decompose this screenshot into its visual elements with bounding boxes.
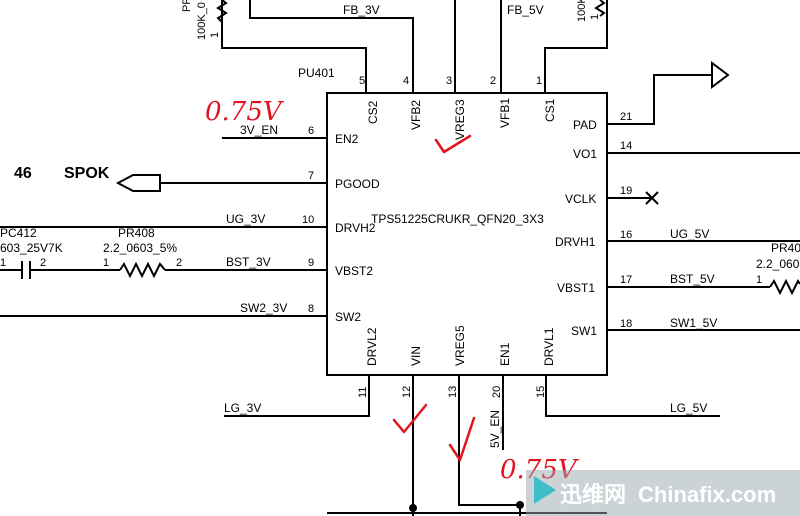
pin-name-drvl2: DRVL2: [365, 327, 379, 366]
pin-name-vreg3: VREG3: [453, 99, 467, 140]
pr40x-pin1: 1: [756, 274, 762, 286]
watermark-cn: 迅维网: [560, 482, 626, 507]
spok-connector-arrow: [115, 174, 161, 192]
pin-num-4: 4: [403, 75, 409, 87]
top-wires: [221, 0, 608, 93]
junction-vin: [409, 504, 417, 512]
left-wires: [0, 137, 327, 317]
net-fb5v: FB_5V: [507, 3, 544, 17]
net-ug-3v: UG_3V: [226, 212, 265, 226]
pc412-ref: PC412: [0, 226, 37, 240]
right-wires: [607, 74, 800, 331]
pin-num-2: 2: [490, 75, 496, 87]
check-mark-vin: [392, 403, 428, 434]
net-bst-5v: BST_5V: [670, 272, 715, 286]
bottom-wires: [224, 375, 720, 516]
net-lg-5v: LG_5V: [670, 401, 707, 415]
chip-body: [326, 92, 608, 376]
pin-num-13: 13: [447, 386, 459, 398]
annotation-vfb2-voltage: 0.75V: [205, 97, 284, 127]
watermark-en: Chinafix.com: [638, 482, 776, 507]
pr408-resistor: [119, 261, 166, 279]
top-left-res-value: 100K_0: [196, 2, 208, 40]
net-fb3v: FB_3V: [343, 3, 380, 17]
chip-ref: PU401: [298, 66, 335, 80]
pin-name-vfb2: VFB2: [409, 100, 423, 130]
watermark: 迅维网 Chinafix.com: [526, 470, 800, 516]
pin-name-vclk: VCLK: [565, 192, 596, 206]
pr408-pin1: 1: [103, 257, 109, 269]
pr40x-ref: PR40: [771, 241, 800, 255]
pin-num-21: 21: [620, 111, 632, 123]
pin-num-10: 10: [302, 214, 314, 226]
check-mark-vreg5: [448, 416, 476, 462]
pin-name-sw1: SW1: [571, 324, 597, 338]
pin-name-vbst2: VBST2: [335, 264, 373, 278]
vclk-no-connect-icon: [645, 191, 659, 205]
net-bst-3v: BST_3V: [226, 255, 271, 269]
pin-name-pgood: PGOOD: [335, 177, 380, 191]
pin-name-drvh1: DRVH1: [555, 235, 596, 249]
pr408-value: 2.2_0603_5%: [103, 241, 177, 255]
pin-name-vfb1: VFB1: [498, 98, 512, 128]
pr40x-resistor: [769, 278, 800, 296]
pin-num-16: 16: [620, 229, 632, 241]
pin-name-vbst1: VBST1: [557, 281, 595, 295]
pc412-pin1: 1: [0, 257, 6, 269]
pin-num-3: 3: [446, 75, 452, 87]
pin-num-19: 19: [620, 185, 632, 197]
top-left-resistor: [216, 0, 228, 23]
net-sw1-5v: SW1_5V: [670, 316, 717, 330]
top-left-res-ref: PR: [181, 0, 193, 12]
pin-name-en2: EN2: [335, 132, 359, 146]
check-mark-vreg3: [434, 134, 472, 154]
pin-num-12: 12: [401, 386, 413, 398]
pin-name-cs1: CS1: [543, 98, 557, 122]
pin-num-14: 14: [620, 140, 632, 152]
top-right-res-value: 100K: [576, 0, 588, 22]
pin-num-8: 8: [308, 303, 314, 315]
pin-name-vreg5: VREG5: [453, 325, 467, 366]
pin-name-pad: PAD: [573, 118, 597, 132]
pr40x-value: 2.2_060: [756, 257, 800, 271]
net-5v-en: 5V_EN: [488, 410, 502, 448]
pad-ground-arrow: [711, 61, 730, 89]
spok-page-number: 46: [14, 165, 32, 182]
pr408-pin2: 2: [176, 257, 182, 269]
pin-name-sw2: SW2: [335, 310, 361, 324]
pin-num-17: 17: [620, 274, 632, 286]
spok-label: SPOK: [64, 165, 110, 182]
pr408-ref: PR408: [118, 226, 155, 240]
pin-num-1: 1: [536, 75, 542, 87]
pin-name-drvl1: DRVL1: [542, 327, 556, 366]
top-left-res-pin: 1: [209, 32, 221, 38]
net-sw2-3v: SW2_3V: [240, 301, 287, 315]
pc412-value: 603_25V7K: [0, 241, 63, 255]
pin-name-en1: EN1: [498, 342, 512, 366]
top-right-res-pin: 1: [589, 14, 601, 20]
pin-name-cs2: CS2: [366, 100, 380, 124]
pin-num-5: 5: [359, 75, 365, 87]
pin-num-7: 7: [308, 170, 314, 182]
net-ug-5v: UG_5V: [670, 227, 709, 241]
chip-part-number: TPS51225CRUKR_QFN20_3X3: [371, 212, 544, 226]
junction-vreg5: [516, 501, 524, 509]
pc412-pin2: 2: [40, 257, 46, 269]
pin-num-18: 18: [620, 318, 632, 330]
pin-name-vin: VIN: [409, 346, 423, 366]
pin-num-9: 9: [308, 257, 314, 269]
net-lg-3v: LG_3V: [224, 401, 261, 415]
watermark-logo-icon: [534, 476, 556, 504]
pin-name-drvh2: DRVH2: [335, 221, 376, 235]
net-3v-en: 3V_EN: [240, 123, 278, 137]
pin-num-11: 11: [357, 387, 369, 398]
pin-num-20: 20: [491, 386, 503, 398]
pin-num-15: 15: [535, 386, 547, 398]
pin-num-6: 6: [308, 125, 314, 137]
pin-name-vo1: VO1: [573, 147, 597, 161]
watermark-backdrop: [526, 470, 800, 516]
top-right-resistor: [594, 0, 606, 17]
